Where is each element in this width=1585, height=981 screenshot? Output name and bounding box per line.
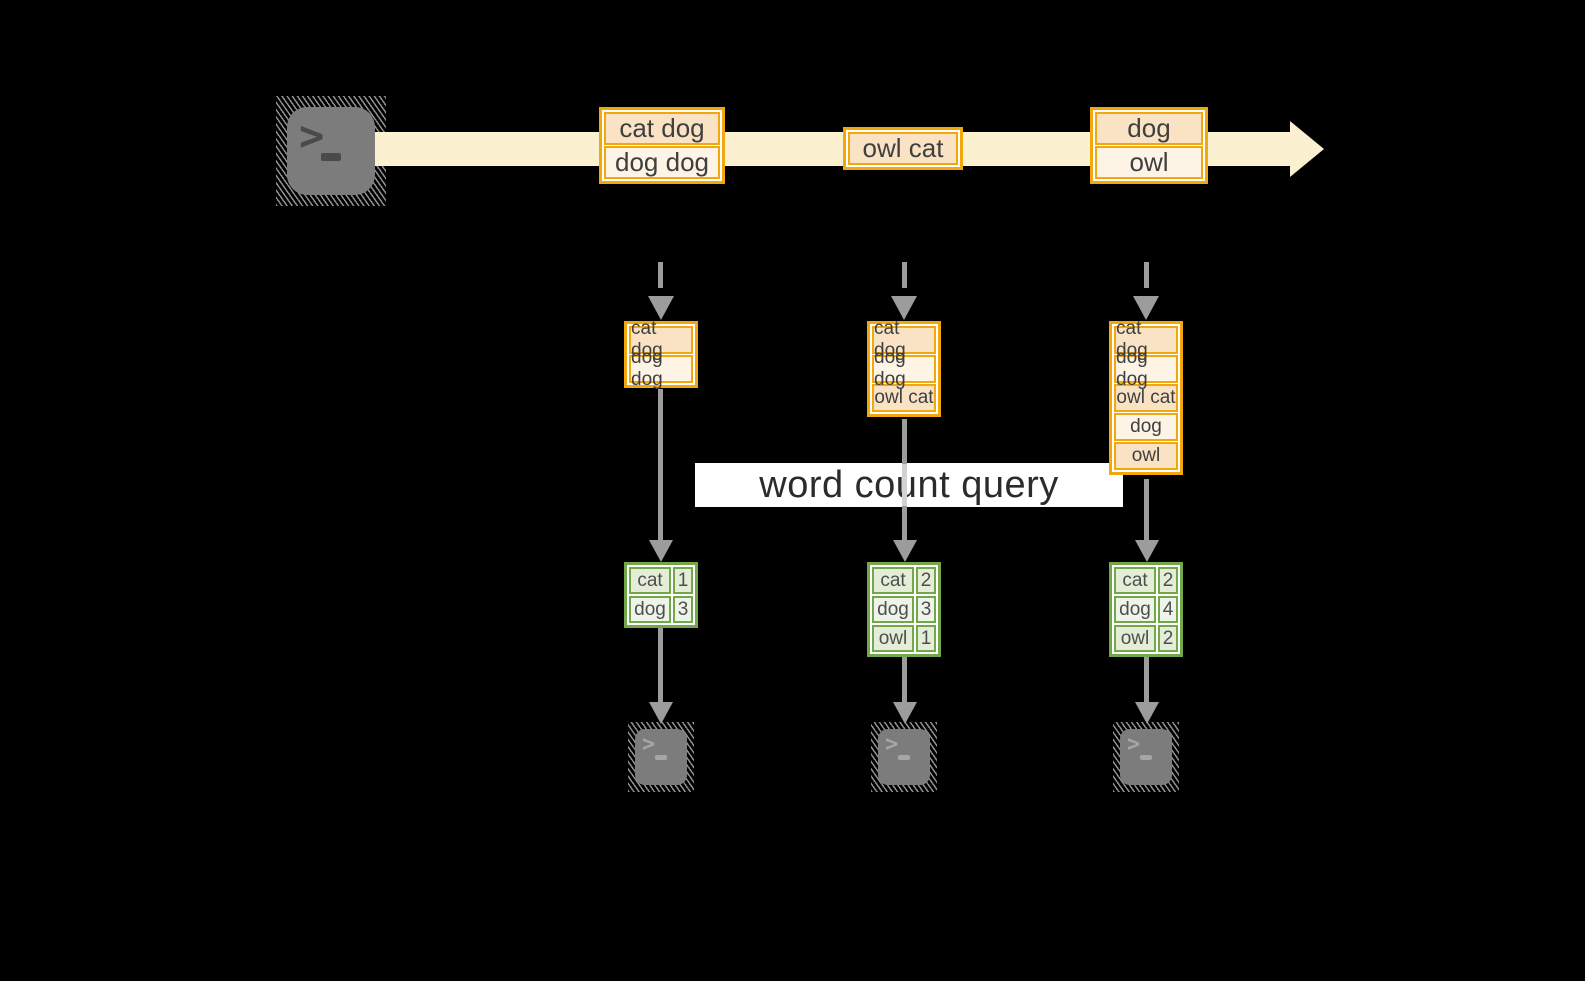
event-row: owl: [1095, 146, 1203, 179]
input-batch-box: cat dog dog dog owl cat dog owl: [1109, 318, 1183, 475]
stream-event-box: dog owl: [1090, 107, 1208, 184]
result-word-cell: cat: [872, 567, 914, 594]
dashed-arrow: [658, 262, 663, 288]
result-row: dog 3: [628, 595, 694, 624]
event-row: cat dog: [604, 112, 720, 145]
dashed-arrow: [1144, 262, 1149, 288]
result-row: owl 1: [871, 624, 937, 653]
result-count-cell: 3: [673, 596, 693, 623]
result-word-cell: dog: [872, 596, 914, 623]
result-word-cell: dog: [1114, 596, 1156, 623]
source-terminal-icon: >: [287, 107, 375, 195]
terminal-prompt-icon: >: [299, 111, 325, 160]
input-row: dog: [1114, 413, 1178, 441]
input-row: dog dog: [1114, 347, 1178, 390]
flow-line: [1144, 657, 1149, 702]
result-row: owl 2: [1113, 624, 1179, 653]
result-word-cell: dog: [629, 596, 671, 623]
flow-line: [902, 464, 907, 506]
stream-event-box: cat dog dog dog: [599, 107, 725, 184]
flow-line: [902, 419, 907, 464]
input-row: dog dog: [629, 347, 693, 390]
event-row: owl cat: [848, 132, 958, 165]
input-batch-box: cat dog dog dog owl cat: [867, 318, 941, 417]
input-row: owl cat: [872, 384, 936, 412]
output-terminal-icon: >: [635, 729, 687, 785]
result-count-cell: 2: [1158, 625, 1178, 652]
input-batch-box: cat dog dog dog: [624, 318, 698, 390]
event-row: dog: [1095, 112, 1203, 145]
result-row: dog 4: [1113, 595, 1179, 624]
arrowhead-icon: [648, 296, 674, 320]
arrowhead-icon: [893, 540, 917, 562]
terminal-cursor-icon: [321, 153, 341, 161]
output-terminal-icon: >: [878, 729, 930, 785]
flow-line: [1144, 479, 1149, 540]
stream-arrowhead-icon: [1290, 121, 1324, 177]
result-row: cat 2: [1113, 566, 1179, 595]
flow-line: [902, 506, 907, 540]
terminal-cursor-icon: [655, 755, 667, 760]
arrowhead-icon: [649, 540, 673, 562]
arrowhead-icon: [1135, 702, 1159, 724]
terminal-cursor-icon: [1140, 755, 1152, 760]
result-word-cell: cat: [1114, 567, 1156, 594]
result-row: cat 2: [871, 566, 937, 595]
input-row: dog dog: [872, 347, 936, 390]
flow-line: [658, 628, 663, 702]
word-count-query-label: word count query: [759, 463, 1059, 506]
input-row: owl: [1114, 442, 1178, 470]
result-count-cell: 2: [916, 567, 936, 594]
flow-line: [658, 389, 663, 540]
arrowhead-icon: [1135, 540, 1159, 562]
result-word-cell: cat: [629, 567, 671, 594]
result-count-cell: 1: [673, 567, 693, 594]
arrowhead-icon: [893, 702, 917, 724]
input-row: owl cat: [1114, 384, 1178, 412]
terminal-prompt-icon: >: [1127, 732, 1141, 757]
result-count-cell: 2: [1158, 567, 1178, 594]
terminal-prompt-icon: >: [642, 732, 656, 757]
arrowhead-icon: [1133, 296, 1159, 320]
result-row: cat 1: [628, 566, 694, 595]
result-count-cell: 3: [916, 596, 936, 623]
result-table: cat 1 dog 3: [624, 562, 698, 628]
terminal-cursor-icon: [898, 755, 910, 760]
event-row: dog dog: [604, 146, 720, 179]
arrowhead-icon: [649, 702, 673, 724]
terminal-prompt-icon: >: [885, 732, 899, 757]
arrowhead-icon: [891, 296, 917, 320]
flow-line: [902, 657, 907, 702]
result-count-cell: 1: [916, 625, 936, 652]
word-count-query-banner: word count query: [695, 463, 1123, 507]
result-table: cat 2 dog 3 owl 1: [867, 562, 941, 657]
result-count-cell: 4: [1158, 596, 1178, 623]
stream-event-box: owl cat: [843, 127, 963, 170]
output-terminal-icon: >: [1120, 729, 1172, 785]
result-word-cell: owl: [872, 625, 914, 652]
dashed-arrow: [902, 262, 907, 288]
result-table: cat 2 dog 4 owl 2: [1109, 562, 1183, 657]
result-row: dog 3: [871, 595, 937, 624]
result-word-cell: owl: [1114, 625, 1156, 652]
